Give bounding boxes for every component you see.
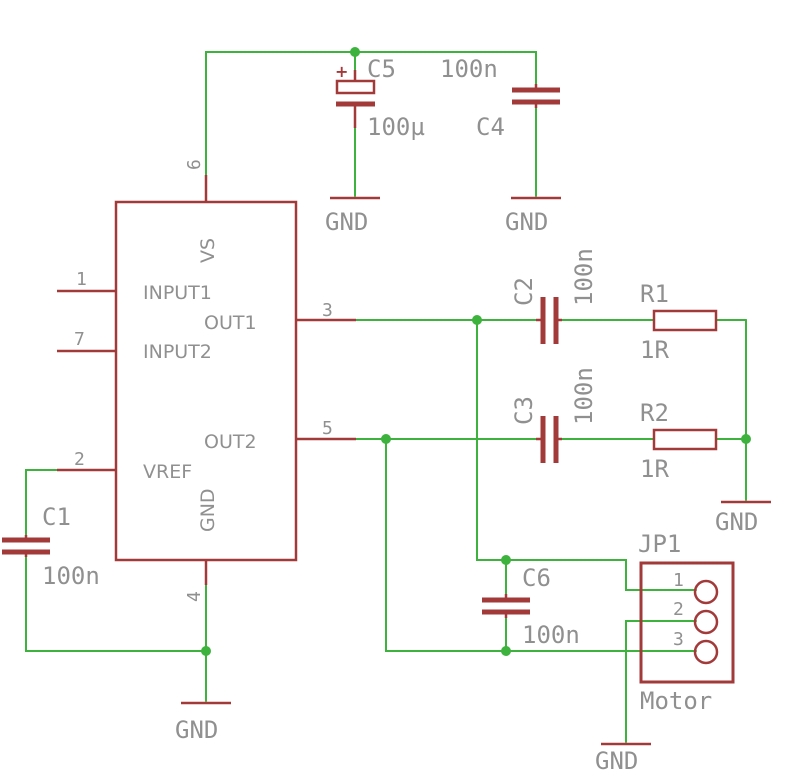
wire-out1-to-motor: [476, 319, 697, 591]
ground-symbols: GND GND GND GND GND: [175, 196, 771, 775]
capacitor-c4: 100n C4: [440, 55, 560, 141]
r2-body: [652, 428, 718, 451]
pin-number-gnd: 4: [184, 591, 205, 602]
junction-dot: [350, 47, 360, 57]
jp1-pin-1: [693, 579, 719, 605]
r1-name: R1: [640, 280, 669, 308]
junction-dot: [741, 434, 751, 444]
c3-value: 100n: [570, 367, 598, 425]
ic-label-vs: VS: [197, 238, 219, 263]
c6-name: C6: [522, 564, 551, 592]
jp1-name: JP1: [638, 530, 681, 558]
ic-label-gnd: GND: [197, 488, 219, 532]
ground-c5: GND: [325, 196, 380, 236]
wires: [25, 51, 747, 743]
ic-label-out1: OUT1: [204, 312, 257, 334]
capacitor-c6: C6 100n: [482, 564, 580, 649]
c2-name: C2: [510, 277, 538, 306]
capacitor-c3: C3 100n: [510, 367, 598, 463]
c4-value: 100n: [440, 55, 498, 83]
c3-name: C3: [510, 396, 538, 425]
ic-label-out2: OUT2: [204, 431, 257, 453]
junction-dot: [381, 434, 391, 444]
ground-label: GND: [595, 747, 638, 775]
capacitor-c1: C1 100n: [2, 503, 100, 590]
junctions: [201, 47, 751, 656]
junction-dot: [472, 315, 482, 325]
wire-c1-gnd: [25, 556, 207, 652]
c5-value: 100µ: [367, 113, 425, 141]
r2-value: 1R: [640, 455, 669, 483]
ground-label: GND: [715, 508, 758, 536]
ic-label-input2: INPUT2: [143, 341, 212, 363]
c4-name: C4: [476, 113, 505, 141]
c1-value: 100n: [42, 562, 100, 590]
capacitor-c2: C2 100n: [510, 248, 598, 344]
wire-out2-to-motor: [385, 438, 697, 652]
capacitor-c5: + C5 100µ: [335, 55, 425, 141]
jp1-pin-number-2: 2: [673, 599, 684, 620]
jp1-pin-number-3: 3: [673, 629, 684, 650]
ic-label-input1: INPUT1: [143, 282, 212, 304]
wire-motor-gnd: [625, 620, 697, 743]
junction-dot: [501, 646, 511, 656]
jp1-label: Motor: [640, 687, 712, 715]
ground-resistors: GND: [715, 500, 771, 536]
r1-body: [652, 309, 718, 332]
junction-dot: [201, 646, 211, 656]
ground-c4: GND: [505, 196, 561, 236]
pin-number-vs: 6: [184, 159, 205, 170]
pin-number-vref: 2: [74, 449, 85, 470]
pin-number-input2: 7: [74, 329, 85, 350]
connector-jp1: 1 2 3 JP1 Motor: [638, 530, 735, 715]
resistor-r2: R2 1R: [640, 399, 718, 483]
wire-vs-supply: [205, 51, 537, 176]
ground-label: GND: [175, 716, 218, 744]
ground-motor: GND: [595, 742, 651, 775]
ground-label: GND: [325, 208, 368, 236]
r2-name: R2: [640, 399, 669, 427]
c5-polarity-mark: +: [335, 62, 348, 81]
pin-number-input1: 1: [76, 269, 87, 290]
junction-dot: [501, 555, 511, 565]
c2-value: 100n: [570, 248, 598, 306]
c1-name: C1: [42, 503, 71, 531]
resistor-r1: R1 1R: [640, 280, 718, 364]
jp1-pin-3: [693, 639, 719, 665]
pin-number-out1: 3: [322, 300, 333, 321]
jp1-pin-2: [693, 609, 719, 635]
ground-ic: GND: [175, 701, 231, 744]
jp1-pin-number-1: 1: [673, 570, 684, 591]
wire-vref-c1: [25, 469, 58, 536]
c5-name: C5: [367, 55, 396, 83]
pin-number-out2: 5: [322, 418, 333, 439]
ic-label-vref: VREF: [143, 461, 192, 483]
r1-value: 1R: [640, 336, 669, 364]
ground-label: GND: [505, 208, 548, 236]
c6-value: 100n: [522, 621, 580, 649]
amplifier-ic: 6 1 7 3 5 2 4 VS INPUT1 INPUT2 OUT1 OUT2…: [57, 159, 356, 602]
jp1-body: [639, 561, 735, 684]
